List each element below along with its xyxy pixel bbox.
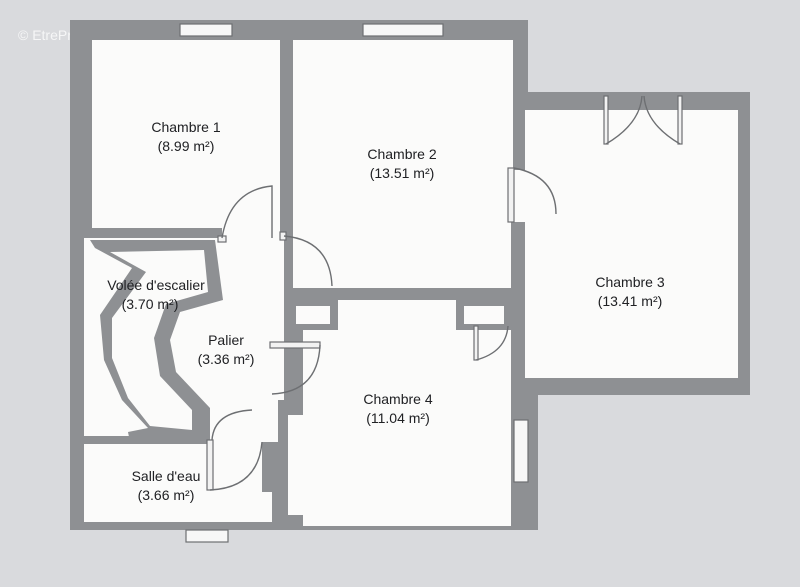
label-salle-d-eau: Salle d'eau [132, 468, 201, 484]
window-chambre-1 [179, 23, 233, 37]
wall-c2-c4 [288, 288, 521, 300]
floor-chambre-2 [293, 40, 513, 288]
window-salle-d-eau [185, 529, 229, 543]
closets [288, 300, 511, 330]
area-chambre-4: (11.04 m²) [366, 410, 430, 426]
staircase [90, 240, 223, 442]
floor-palier [214, 190, 284, 460]
floor-chambre-3 [525, 110, 738, 378]
area-palier: (3.36 m²) [198, 351, 255, 367]
door-sde-leaf [206, 439, 214, 491]
door-french-leaf-left [603, 95, 609, 145]
label-palier: Palier [208, 332, 244, 348]
room-labels: Chambre 1 (8.99 m²) Chambre 2 (13.51 m²)… [107, 119, 665, 503]
area-chambre-3: (13.41 m²) [598, 293, 663, 309]
floor-salle-d-eau [82, 440, 272, 522]
door-closet-arc [475, 325, 509, 361]
closet-left-inner [296, 306, 330, 324]
label-chambre-4: Chambre 4 [363, 391, 432, 407]
area-chambre-1: (8.99 m²) [158, 138, 215, 154]
wall-c2-c3 [513, 40, 525, 170]
door-c4-arc [271, 344, 321, 395]
area-volee-escalier: (3.70 m²) [122, 296, 179, 312]
label-chambre-2: Chambre 2 [367, 146, 436, 162]
door-french-arc-right [643, 95, 681, 145]
wall-c1-c2 [280, 40, 293, 235]
floor-chambre-4-alcove [288, 415, 308, 515]
closet-right-inner [464, 306, 504, 324]
door-sde-arc [209, 441, 263, 491]
area-salle-d-eau: (3.66 m²) [138, 487, 195, 503]
door-palier-arc [211, 409, 253, 441]
door-closet-leaf [473, 325, 479, 361]
door-french-arc-left [605, 95, 643, 145]
door-french-leaf-right [677, 95, 683, 145]
door-c2-c3-arc [513, 167, 557, 215]
wall-c1-bottom [82, 228, 222, 238]
label-chambre-1: Chambre 1 [151, 119, 220, 135]
wall-sde-right [262, 442, 288, 492]
doors [206, 95, 683, 491]
label-chambre-3: Chambre 3 [595, 274, 664, 290]
door-c4-leaf [269, 341, 321, 349]
wall-c2-c3-lower [511, 222, 525, 302]
window-chambre-2 [362, 23, 444, 37]
door-c1-arc [221, 185, 273, 239]
door-c2-arc [283, 235, 333, 287]
label-volee-escalier: Volée d'escalier [107, 277, 205, 293]
door-c2-c3-leaf [507, 167, 515, 223]
wall-left-hall [70, 236, 84, 526]
window-chambre-4 [513, 419, 529, 483]
area-chambre-2: (13.51 m²) [370, 165, 435, 181]
windows [179, 23, 529, 543]
stair-inner [110, 250, 208, 430]
wall-c4-right [511, 300, 525, 526]
